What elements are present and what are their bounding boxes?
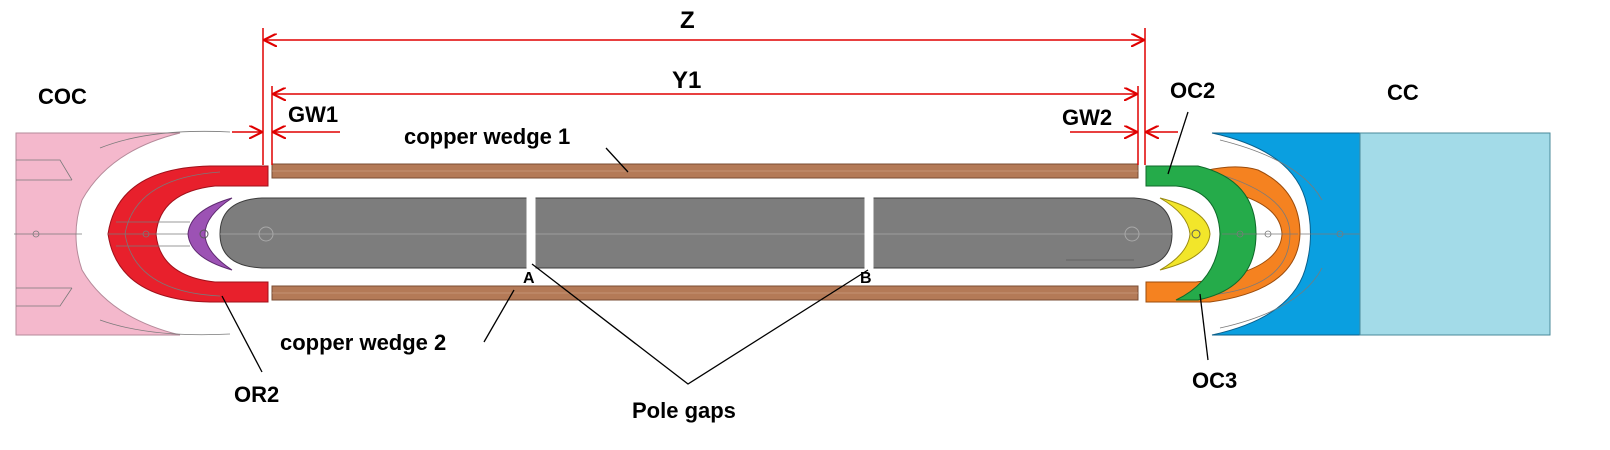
pole-gap-a <box>526 196 536 270</box>
label-copper-wedge-1: copper wedge 1 <box>404 124 570 149</box>
label-z: Z <box>680 7 695 34</box>
or2-coil-end <box>107 165 269 303</box>
leader-oc2 <box>1167 111 1189 175</box>
label-gap-b: B <box>860 270 872 287</box>
leader-copper-wedge-2 <box>483 289 515 343</box>
label-y1: Y1 <box>672 67 701 94</box>
right-yellow-center-mark <box>1191 229 1201 239</box>
pole-body <box>219 197 1173 269</box>
blue-block <box>1211 132 1362 336</box>
label-gw1: GW1 <box>288 102 338 127</box>
leader-oc3 <box>1199 293 1209 361</box>
label-gw2: GW2 <box>1062 105 1112 130</box>
yellow-coil-end <box>1159 197 1211 271</box>
label-or2: OR2 <box>234 382 279 407</box>
dimension-z <box>262 28 1146 165</box>
leader-pole-gaps <box>531 263 869 385</box>
oc2-coil-end <box>1145 165 1257 301</box>
coc-block <box>14 130 231 336</box>
label-oc2: OC2 <box>1170 78 1215 103</box>
pole-gap-b <box>864 196 874 270</box>
left-pole-center-mark <box>199 229 209 239</box>
oc3-coil-end <box>1145 166 1301 303</box>
label-pole-gaps: Pole gaps <box>632 398 736 423</box>
label-oc3: OC3 <box>1192 368 1237 393</box>
label-cc: CC <box>1387 80 1419 105</box>
copper-wedge-1 <box>271 163 1139 179</box>
purple-coil-end <box>187 197 233 271</box>
copper-wedge-2 <box>271 285 1139 301</box>
cc-block <box>1359 132 1551 336</box>
label-coc: COC <box>38 84 87 109</box>
label-copper-wedge-2: copper wedge 2 <box>280 330 446 355</box>
label-gap-a: A <box>523 270 535 287</box>
leader-copper-wedge-1 <box>605 147 629 173</box>
dimension-y1 <box>271 86 1139 165</box>
leader-or2 <box>221 295 263 373</box>
